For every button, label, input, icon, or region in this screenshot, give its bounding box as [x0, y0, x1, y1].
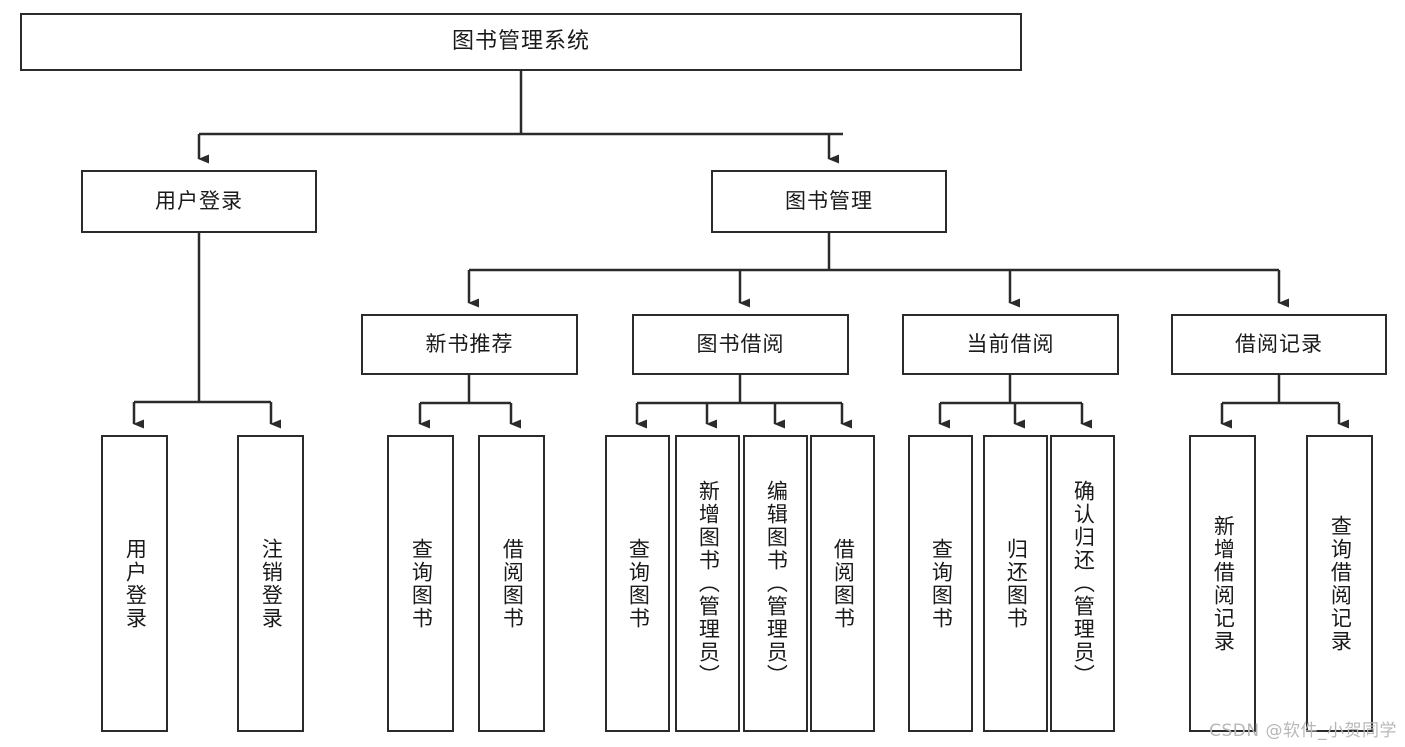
- leaf-user-login[interactable]: 用户登录: [101, 435, 168, 732]
- leaf-label: 注销登录: [259, 537, 284, 630]
- leaf-bw-query-book[interactable]: 查询图书: [605, 435, 670, 732]
- leaf-label: 查询借阅记录: [1328, 514, 1353, 653]
- leaf-bw-borrow-book[interactable]: 借阅图书: [810, 435, 875, 732]
- leaf-label-wrap: 查询图书: [910, 437, 971, 730]
- leaf-label-wrap: 查询图书: [607, 437, 668, 730]
- leaf-nb-borrow-book[interactable]: 借阅图书: [478, 435, 545, 732]
- leaf-cb-confirm-return-admin[interactable]: 确认归还（管理员）: [1050, 435, 1115, 732]
- node-book-borrow[interactable]: 图书借阅: [632, 314, 849, 375]
- leaf-label: 借阅图书: [831, 537, 856, 630]
- leaf-logout[interactable]: 注销登录: [237, 435, 304, 732]
- leaf-br-add-record[interactable]: 新增借阅记录: [1189, 435, 1256, 732]
- leaf-label-wrap: 借阅图书: [812, 437, 873, 730]
- leaf-label-wrap: 确认归还（管理员）: [1052, 437, 1113, 730]
- leaf-label-wrap: 归还图书: [985, 437, 1046, 730]
- csdn-watermark: CSDN @软件_小贺同学: [1209, 721, 1397, 741]
- leaf-label: 新增图书（管理员）: [696, 480, 721, 687]
- leaf-label: 查询图书: [626, 537, 651, 630]
- leaf-label-wrap: 编辑图书（管理员）: [745, 437, 806, 730]
- leaf-label: 查询图书: [929, 537, 954, 630]
- leaf-label-wrap: 查询图书: [389, 437, 452, 730]
- leaf-label-wrap: 新增借阅记录: [1191, 437, 1254, 730]
- leaf-label: 借阅图书: [500, 537, 525, 630]
- leaf-label-wrap: 注销登录: [239, 437, 302, 730]
- leaf-label-wrap: 新增图书（管理员）: [677, 437, 738, 730]
- node-book-management[interactable]: 图书管理: [711, 170, 947, 233]
- leaf-br-query-record[interactable]: 查询借阅记录: [1306, 435, 1373, 732]
- node-user-login[interactable]: 用户登录: [81, 170, 317, 233]
- leaf-label-wrap: 借阅图书: [480, 437, 543, 730]
- leaf-bw-add-book-admin[interactable]: 新增图书（管理员）: [675, 435, 740, 732]
- leaf-label-wrap: 用户登录: [103, 437, 166, 730]
- leaf-label: 编辑图书（管理员）: [764, 480, 789, 687]
- leaf-label: 归还图书: [1004, 537, 1029, 630]
- leaf-cb-query-book[interactable]: 查询图书: [908, 435, 973, 732]
- leaf-label-wrap: 查询借阅记录: [1308, 437, 1371, 730]
- node-current-borrow[interactable]: 当前借阅: [902, 314, 1119, 375]
- node-root[interactable]: 图书管理系统: [20, 13, 1022, 71]
- leaf-label: 确认归还（管理员）: [1071, 480, 1096, 687]
- leaf-bw-edit-book-admin[interactable]: 编辑图书（管理员）: [743, 435, 808, 732]
- node-borrow-record[interactable]: 借阅记录: [1171, 314, 1387, 375]
- leaf-nb-query-book[interactable]: 查询图书: [387, 435, 454, 732]
- node-new-book-recommend[interactable]: 新书推荐: [361, 314, 578, 375]
- leaf-cb-return-book[interactable]: 归还图书: [983, 435, 1048, 732]
- leaf-label: 新增借阅记录: [1211, 514, 1236, 653]
- leaf-label: 用户登录: [123, 537, 148, 630]
- leaf-label: 查询图书: [409, 537, 434, 630]
